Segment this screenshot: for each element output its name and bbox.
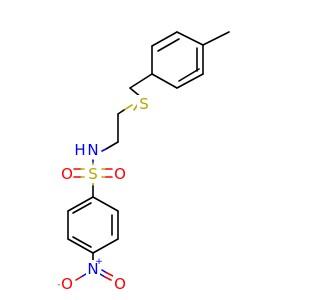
molecule-structure-diagram: S N H S O O N + O - O: [57, 31, 230, 293]
sulfonyl-oxygen-left-label: O: [61, 165, 73, 183]
bond: [123, 104, 133, 111]
bond: [117, 109, 125, 115]
nitro-oxygen-right-label: O: [114, 275, 126, 293]
bond: [101, 269, 108, 274]
bond: [67, 196, 94, 212]
bond: [67, 238, 94, 254]
nitro-group: [75, 252, 114, 281]
nitrogen-atom-label: N: [87, 141, 98, 159]
bond: [92, 238, 119, 254]
bond: [129, 73, 153, 89]
bond: [202, 31, 230, 46]
amide-hydrogen-label: H: [74, 141, 85, 159]
bond: [80, 273, 87, 278]
bond: [105, 141, 119, 150]
sulfur-atom-label: S: [139, 95, 149, 113]
bond: [75, 276, 82, 281]
bond: [72, 236, 92, 248]
bond: [178, 68, 200, 82]
bond: [151, 73, 178, 89]
bond: [99, 273, 106, 278]
bond: [106, 272, 114, 277]
sulfonyl-sulfur-label: S: [88, 165, 98, 183]
bond: [101, 148, 107, 152]
bond: [72, 202, 92, 214]
bond: [176, 73, 204, 89]
nitro-oxygen-minus-charge: -: [57, 280, 60, 290]
bond: [176, 31, 204, 46]
nitro-nitrogen-plus-charge: +: [95, 257, 103, 267]
toluene-ring: [151, 31, 230, 89]
bond: [92, 196, 119, 212]
nitro-nitrogen-label: N: [87, 260, 98, 278]
nitrophenyl-ring: [67, 181, 119, 254]
bond: [151, 31, 178, 47]
atom-labels: S N H S O O N + O - O: [57, 95, 151, 293]
bond: [104, 276, 112, 281]
thioether-linker: [92, 73, 153, 167]
bond: [157, 38, 180, 52]
sulfonyl-oxygen-right-label: O: [114, 165, 126, 183]
nitro-oxygen-left-label: O: [61, 275, 73, 293]
sulfonyl-oxygens: [73, 168, 113, 178]
